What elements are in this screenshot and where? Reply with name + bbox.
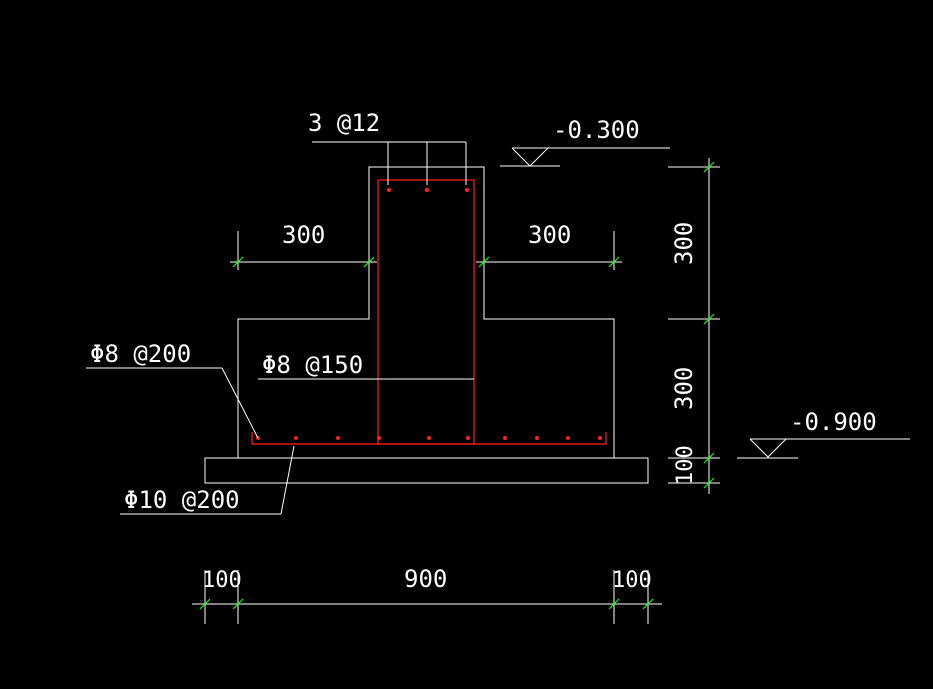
rebar-dot	[535, 436, 539, 440]
elevation-marker-top: -0.300	[500, 116, 670, 167]
bottom-rebar-label: Φ10 @200	[124, 486, 240, 514]
slab-rebar-label: Φ8 @200	[90, 340, 191, 368]
bottom-rebar-leader: Φ10 @200	[120, 445, 295, 515]
upper-height-label: 300	[670, 222, 698, 265]
rebar-dot	[465, 188, 469, 192]
pad-height-label: 100	[673, 445, 698, 485]
rebar-dot	[466, 436, 470, 440]
rebar-group	[251, 179, 607, 445]
rebar-dot	[503, 436, 507, 440]
top-rebar-leader: 3 @12	[308, 109, 467, 185]
lower-height-label: 300	[670, 367, 698, 410]
rebar-dot	[294, 436, 298, 440]
bottom-left-pad-label: 100	[202, 568, 242, 593]
rebar-dot	[387, 188, 391, 192]
concrete-outline	[204, 166, 649, 484]
right-vertical-dimensions: 300 300 100	[668, 158, 720, 494]
bottom-rebar-line	[251, 432, 607, 445]
stirrup-leader: Φ8 @150	[258, 351, 474, 380]
bedding-pad	[204, 457, 649, 484]
column-stirrup	[377, 179, 475, 445]
right-width-label: 300	[528, 221, 571, 249]
rebar-dot	[427, 436, 431, 440]
rebar-dot	[598, 436, 602, 440]
slab-rebar-leader: Φ8 @200	[86, 340, 259, 439]
elevation-bottom-label: -0.900	[790, 408, 877, 436]
elevation-top-label: -0.300	[553, 116, 640, 144]
rebar-dot	[336, 436, 340, 440]
footing-outline	[237, 166, 615, 459]
left-width-label: 300	[282, 221, 325, 249]
top-rebar-label: 3 @12	[308, 109, 380, 137]
rebar-dot	[425, 188, 429, 192]
upper-dimensions: 300 300	[230, 221, 622, 270]
stirrup-label: Φ8 @150	[262, 351, 363, 379]
rebar-dot	[566, 436, 570, 440]
bottom-right-pad-label: 100	[612, 568, 652, 593]
rebar-dot	[377, 436, 381, 440]
bottom-dimensions: 100 900 100	[192, 565, 662, 624]
elevation-marker-bottom: -0.900	[737, 408, 910, 459]
bottom-width-label: 900	[404, 565, 447, 593]
